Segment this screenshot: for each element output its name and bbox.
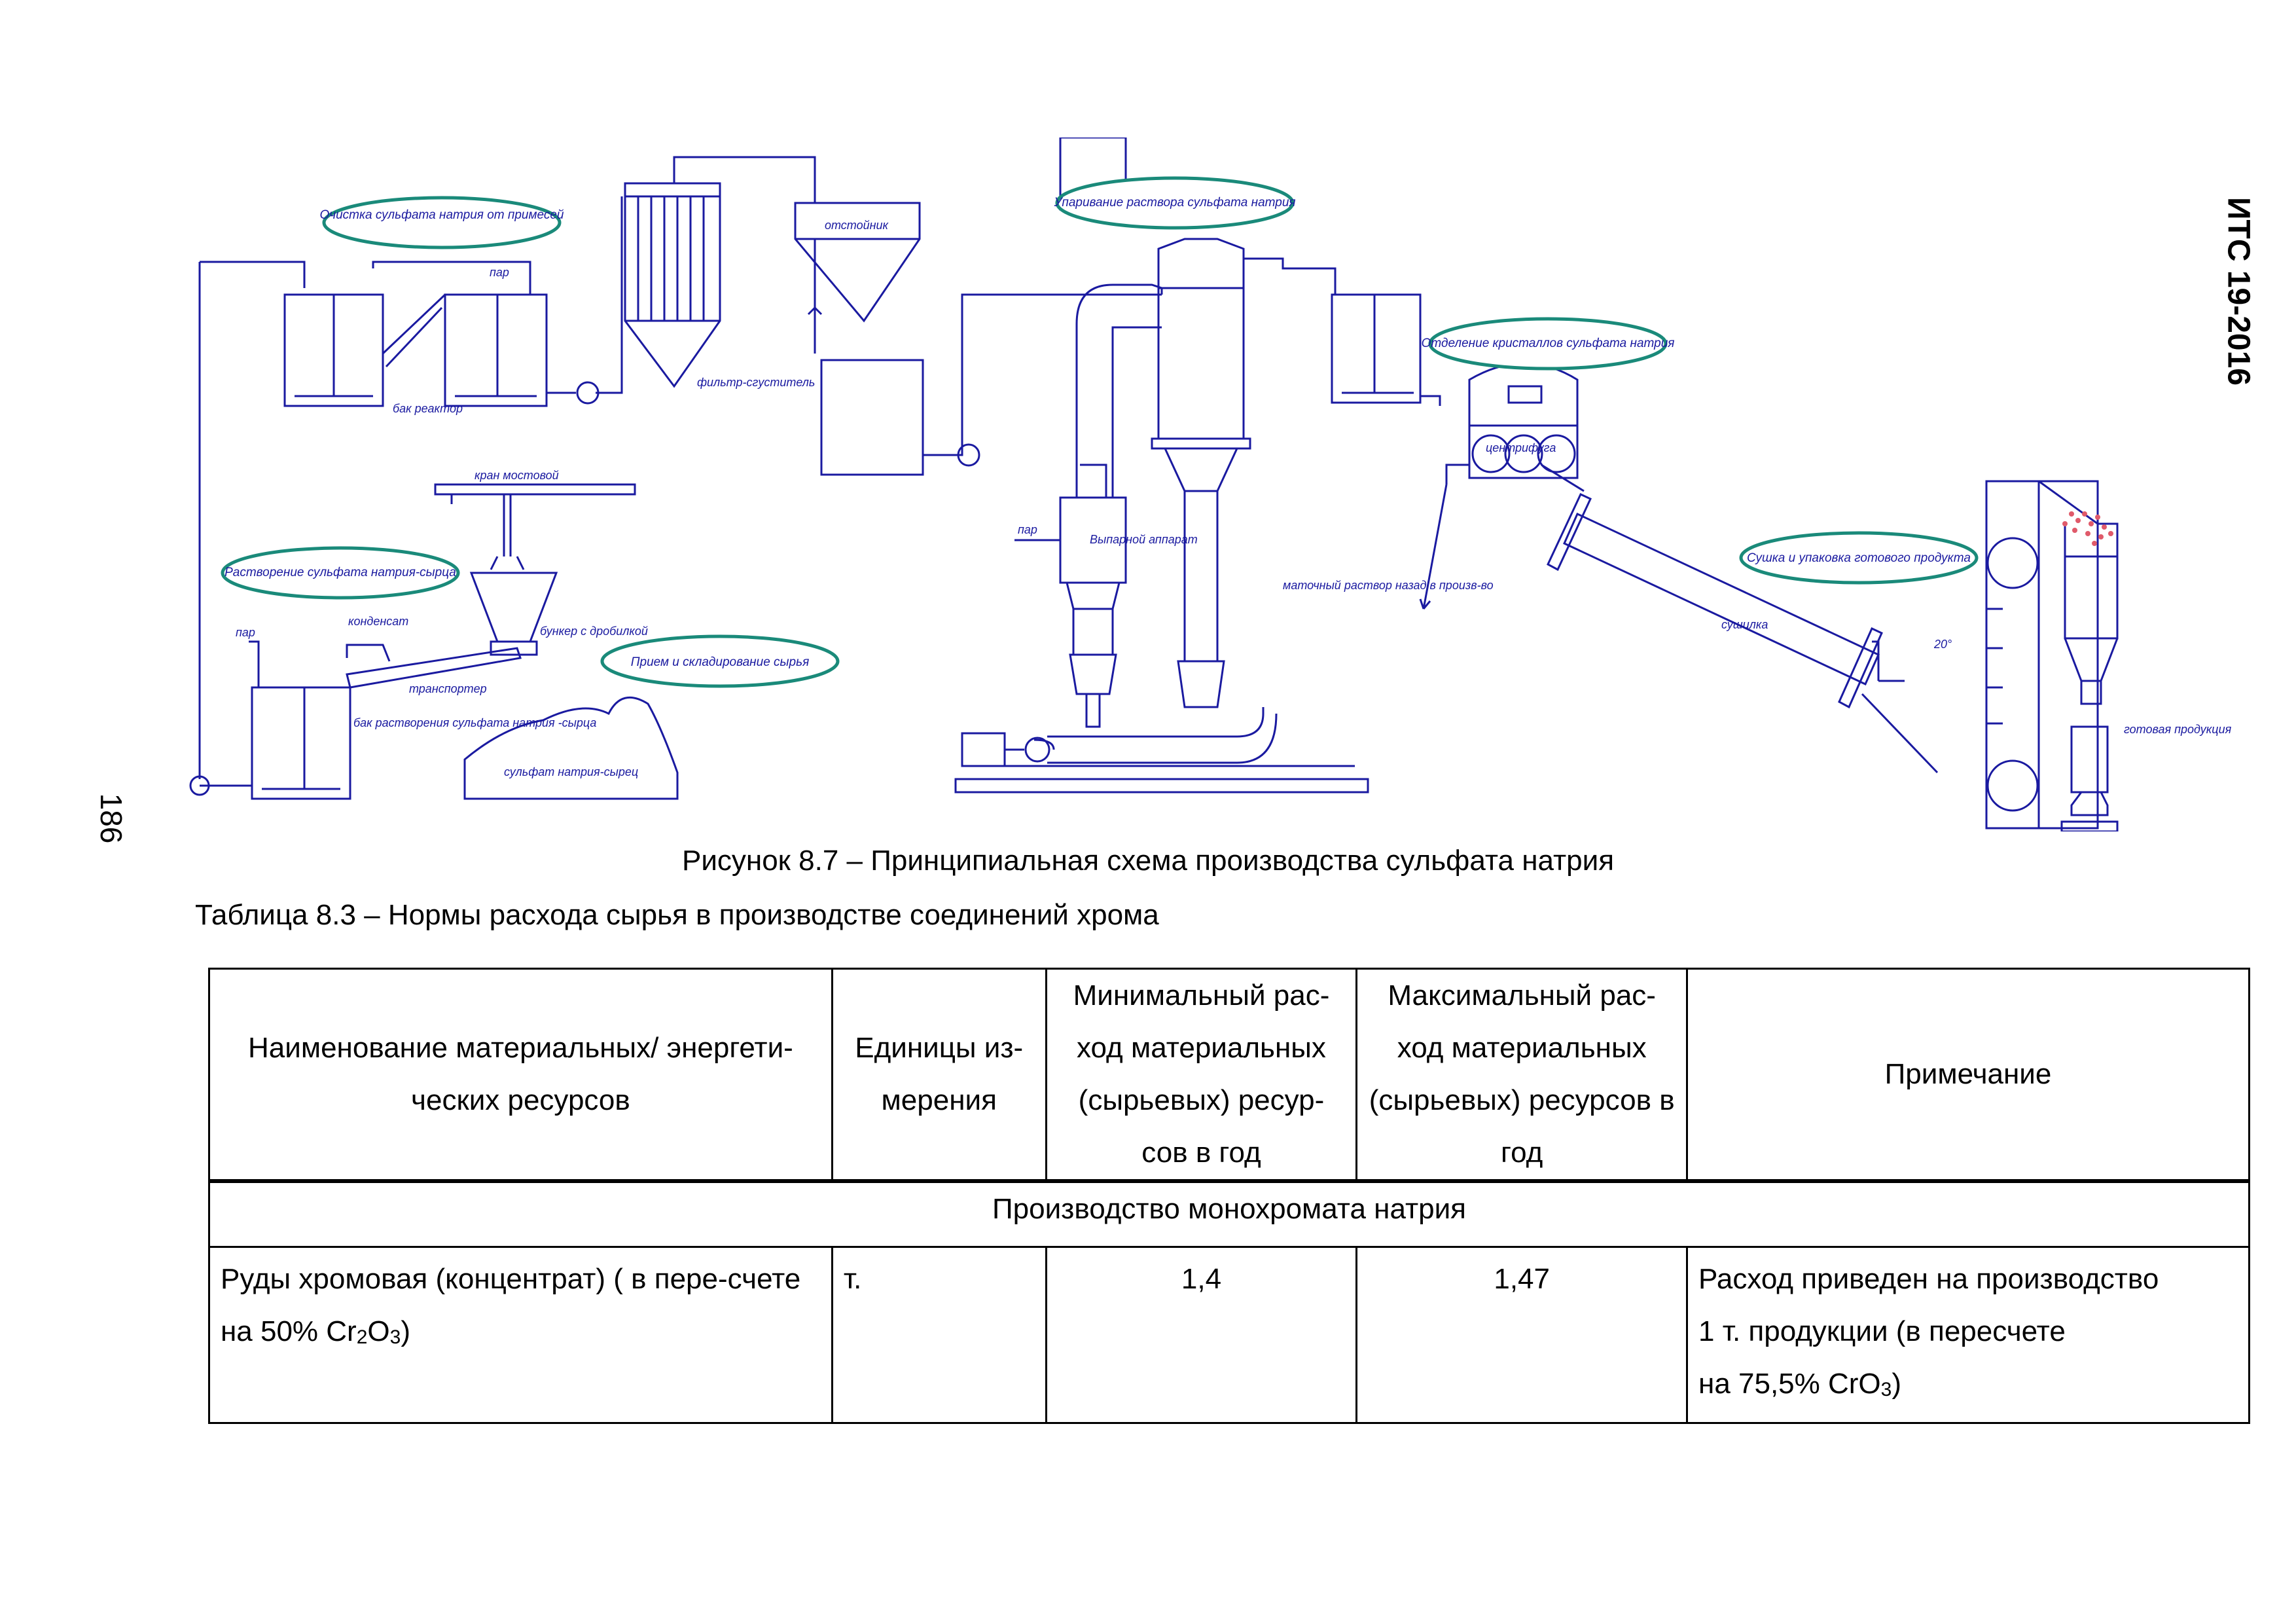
header-unit: Единицы из-мерения	[831, 968, 1047, 1183]
conveyor	[346, 647, 522, 689]
settler	[794, 202, 921, 323]
label-dissolve-tank: бак растворения сульфата натрия -сырца	[353, 716, 596, 729]
raw-material-pile	[463, 696, 679, 800]
pump-icon	[189, 775, 210, 796]
label-evaporator: Выпарной аппарат	[1090, 533, 1198, 546]
label-steam-top: пар	[490, 266, 509, 279]
evaporator	[1075, 283, 1163, 498]
reactor-tank-2	[444, 293, 548, 407]
collector-tank	[820, 359, 924, 476]
stage-bubble-evaporation: Упаривание раствора сульфата натрия	[1053, 176, 1296, 230]
label-steam: пар	[236, 626, 255, 639]
label-conveyor: транспортер	[409, 682, 487, 695]
label-product: готовая продукция	[2124, 723, 2232, 736]
stage-bubble-dissolution: Растворение сульфата натрия-сырца	[221, 546, 460, 600]
label-raw-pile: сульфат натрия-сырец	[504, 765, 638, 778]
stage-bubble-reception: Прием и складирование сырья	[600, 634, 840, 688]
stage-bubble-drying: Сушка и упаковка готового продукта	[1739, 531, 1979, 585]
product-particles	[2062, 511, 2113, 546]
svg-text:Упаривание раствора сульфата н: Упаривание раствора сульфата натрия	[1053, 196, 1295, 210]
table-caption: Таблица 8.3 – Нормы расхода сырья в прои…	[195, 899, 1159, 931]
motor	[961, 732, 1006, 767]
label-hopper: бункер с дробилкой	[540, 625, 648, 638]
header-note: Примечание	[1686, 968, 2250, 1183]
header-resource: Наименование материальных/ энергети-ческ…	[208, 968, 833, 1183]
table-section-row: Производство монохромата натрия	[208, 1180, 2250, 1248]
header-max: Максимальный рас-ход материальных (сырье…	[1355, 968, 1689, 1183]
label-crane: кран мостовой	[475, 469, 559, 482]
svg-text:Отделение кристаллов сульфата: Отделение кристаллов сульфата натрия	[1422, 337, 1675, 350]
centrifuge	[1468, 362, 1579, 479]
bridge-crane	[434, 483, 636, 496]
table-header-row: Наименование материальных/ энергети-ческ…	[208, 968, 2250, 1183]
label-tank-reactor: бак реактор	[393, 402, 463, 415]
cell-resource: Руды хромовая (концентрат) ( в пере-счет…	[208, 1246, 833, 1424]
label-dryer: сушилка	[1721, 618, 1768, 631]
section-title: Производство монохромата натрия	[208, 1180, 2250, 1248]
figure-caption: Рисунок 8.7 – Принципиальная схема произ…	[681, 845, 1615, 877]
cell-unit: т.	[831, 1246, 1047, 1424]
cell-min: 1,4	[1045, 1246, 1358, 1424]
pump-icon	[957, 443, 980, 467]
stage-bubble-purification: Очистка сульфата натрия от примесей	[320, 196, 564, 249]
label-mother-liquor: маточный раствор назад в произв-во	[1283, 579, 1494, 592]
crystallizer-tank	[1331, 293, 1422, 404]
rotary-dryer	[1547, 493, 1939, 774]
label-filter: фильтр-сгуститель	[697, 376, 815, 389]
consumption-norms-table: Наименование материальных/ энергети-ческ…	[208, 968, 2250, 1424]
evaporator-column	[1157, 238, 1245, 440]
table-row: Руды хромовая (концентрат) ( в пере-счет…	[208, 1246, 2250, 1424]
header-min: Минимальный рас-ход материальных (сырьев…	[1045, 968, 1358, 1183]
stage-bubble-crystals: Отделение кристаллов сульфата натрия	[1422, 317, 1675, 371]
label-angle: 20°	[1933, 638, 1952, 651]
page-number: 186	[79, 782, 144, 854]
process-diagram: Очистка сульфата натрия от примесей Упар…	[189, 137, 2232, 831]
label-steam-in: пар	[1018, 523, 1037, 536]
dissolve-tank	[251, 686, 351, 800]
label-centrifuge: центрифуга	[1486, 441, 1556, 454]
circulation-pump-base	[954, 765, 1369, 793]
label-condensate: конденсат	[348, 615, 408, 628]
cell-max: 1,47	[1355, 1246, 1689, 1424]
svg-text:Сушка и упаковка готового прод: Сушка и упаковка готового продукта	[1747, 551, 1971, 565]
svg-text:Прием и складирование сырья: Прием и складирование сырья	[631, 655, 810, 669]
filter-thickener	[624, 182, 721, 388]
page-number-text: 186	[94, 793, 128, 844]
packaging-unit	[1985, 480, 2119, 831]
svg-text:Очистка сульфата натрия от при: Очистка сульфата натрия от примесей	[320, 208, 564, 222]
label-settler: отстойник	[825, 219, 889, 232]
pump-icon	[576, 381, 600, 405]
svg-text:Растворение сульфата натрия-сы: Растворение сульфата натрия-сырца	[224, 566, 456, 579]
